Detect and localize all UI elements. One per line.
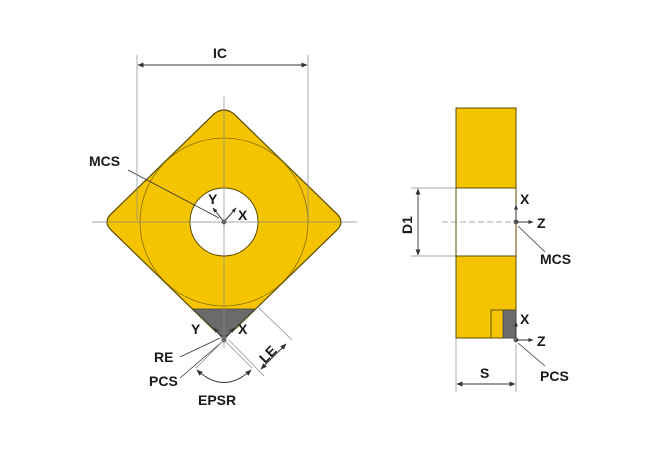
- y-axis-label-top: Y: [208, 191, 218, 207]
- z-axis-label-side-top: Z: [537, 215, 546, 231]
- x-axis-label-side-bottom: X: [520, 311, 530, 327]
- re-label: RE: [154, 349, 173, 365]
- front-view: MCS Y X IC Y X RE PCS LE EPSR: [89, 45, 357, 408]
- mcs-point-front: [221, 219, 227, 225]
- epsr-label: EPSR: [198, 392, 236, 408]
- side-cutting-edge-dark: [502, 309, 517, 339]
- y-axis-label-tip: Y: [191, 321, 201, 337]
- pcs-label-right: PCS: [540, 368, 569, 384]
- le-label: LE: [256, 342, 280, 366]
- s-label: S: [480, 365, 489, 381]
- x-axis-label-side-top: X: [520, 191, 530, 207]
- z-axis-label-side-bottom: Z: [537, 333, 546, 349]
- x-axis-label-tip: X: [238, 321, 248, 337]
- mcs-label-right: MCS: [540, 251, 571, 267]
- mcs-label-left: MCS: [89, 153, 120, 169]
- side-upper-block: [455, 107, 517, 189]
- ic-label: IC: [213, 45, 227, 61]
- side-view: X Z MCS X Z PCS D1 S: [399, 107, 571, 392]
- pcs-label-left: PCS: [149, 373, 178, 389]
- d1-label: D1: [399, 216, 415, 234]
- x-axis-label-top: X: [238, 207, 248, 223]
